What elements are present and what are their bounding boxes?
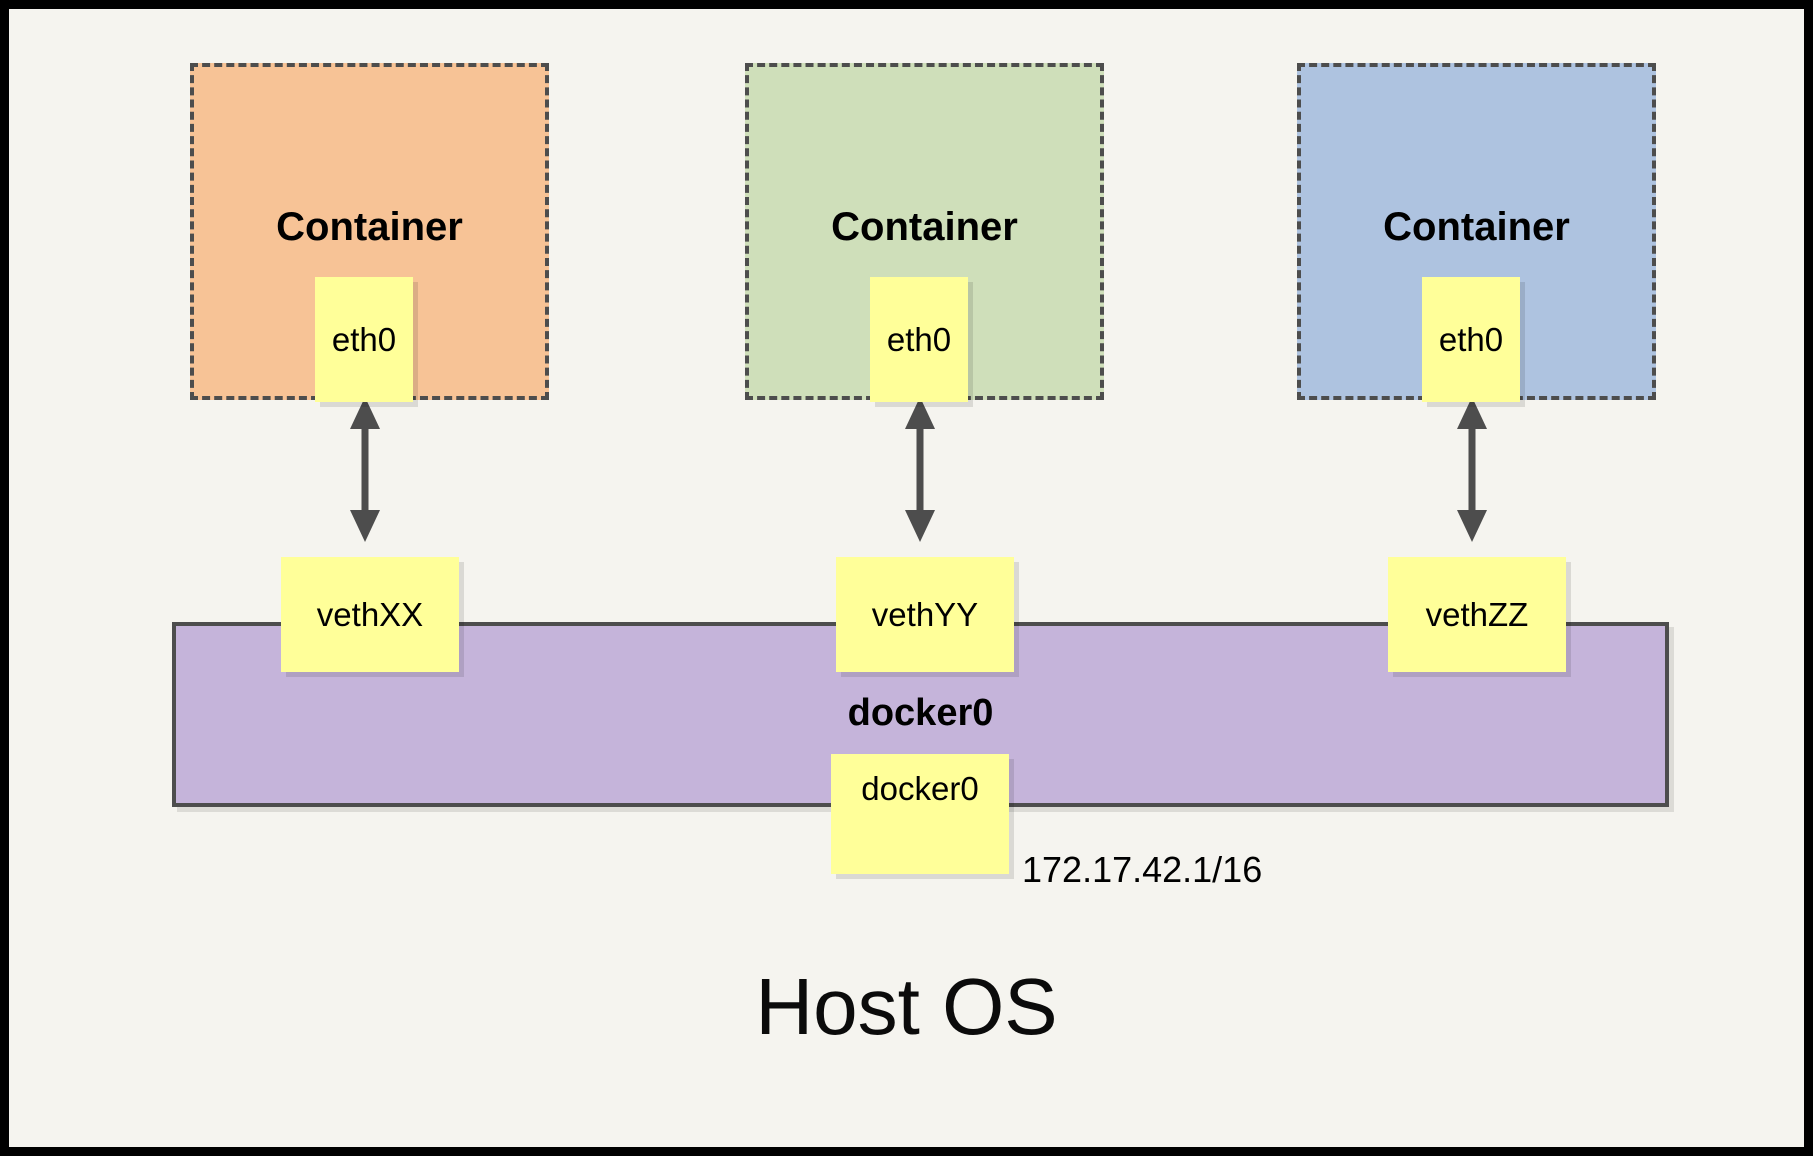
container-eth0-1[interactable]: eth0 [315, 277, 413, 402]
veth-box-3[interactable]: vethZZ [1388, 557, 1566, 672]
container-title-3: Container [1383, 205, 1570, 249]
link-arrow-icon-1 [350, 397, 380, 542]
docker0-ip-label: 172.17.42.1/16 [1022, 849, 1263, 890]
link-arrow-icon-3 [1457, 397, 1487, 542]
link-arrow-icon-2 [905, 397, 935, 542]
docker0-bridge-title: docker0 [847, 692, 994, 734]
container-eth0-3[interactable]: eth0 [1422, 277, 1520, 402]
veth-box-2[interactable]: vethYY [836, 557, 1014, 672]
veth-box-1[interactable]: vethXX [281, 557, 459, 672]
docker0-interface-box[interactable]: docker0 [831, 754, 1009, 874]
container-title-1: Container [276, 205, 463, 249]
container-eth0-2[interactable]: eth0 [870, 277, 968, 402]
container-title-2: Container [831, 205, 1018, 249]
host-os-label: Host OS [755, 962, 1058, 1051]
